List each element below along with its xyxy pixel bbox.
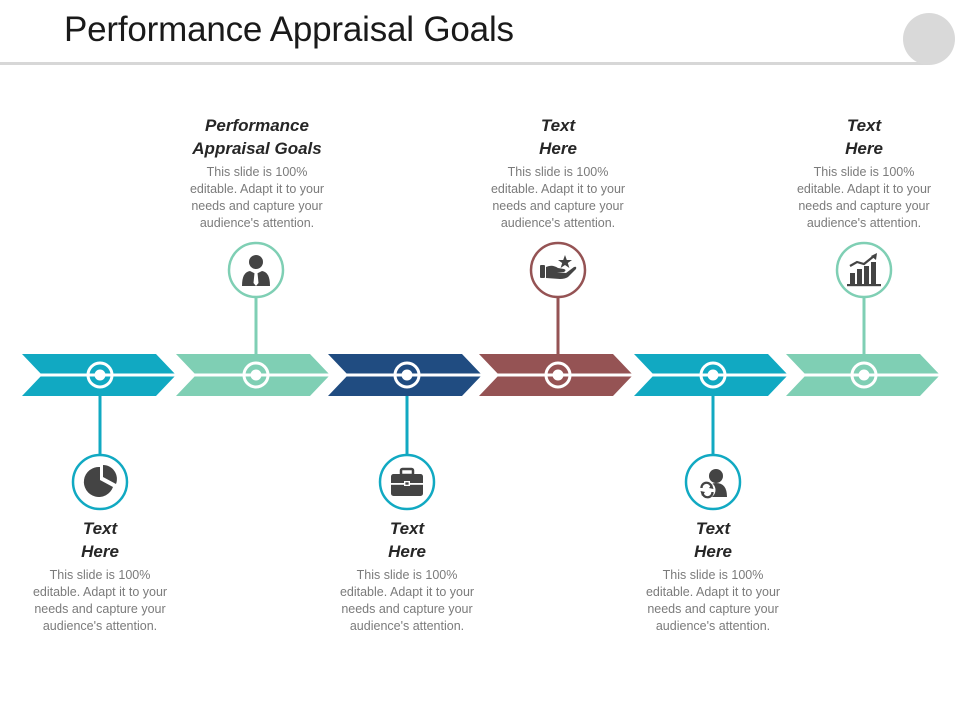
node-1-desc-line-4: audience's attention. — [42, 619, 158, 633]
node-6-description: This slide is 100% editable. Adapt it to… — [779, 164, 949, 232]
node-4-axis-ring — [544, 361, 572, 389]
node-6-desc-line-2: editable. Adapt it to your — [796, 182, 932, 196]
user-refresh-icon — [684, 453, 742, 511]
node-4-desc-line-4: audience's attention. — [500, 216, 616, 230]
node-6-heading-line-2: Here — [845, 139, 883, 158]
corner-decoration — [903, 13, 955, 65]
node-1-desc-line-3: needs and capture your — [34, 602, 166, 616]
node-5-heading-line-2: Here — [694, 542, 732, 561]
node-6-desc-line-4: audience's attention. — [806, 216, 922, 230]
node-4-heading-line-1: Text — [540, 116, 576, 135]
node-3-desc-line-4: audience's attention. — [349, 619, 465, 633]
node-3-heading-line-1: Text — [389, 519, 425, 538]
node-6-axis-ring — [850, 361, 878, 389]
title-divider — [0, 62, 930, 65]
node-1-description: This slide is 100% editable. Adapt it to… — [15, 567, 185, 635]
node-3-heading-line-2: Here — [388, 542, 426, 561]
node-5-heading: Text Here — [628, 517, 798, 563]
node-1-heading-line-1: Text — [82, 519, 118, 538]
node-6-text: Text Here This slide is 100% editable. A… — [779, 114, 949, 232]
node-3-desc-line-3: needs and capture your — [341, 602, 473, 616]
node-1-text: Text Here This slide is 100% editable. A… — [15, 517, 185, 635]
node-4-desc-line-1: This slide is 100% — [507, 165, 609, 179]
node-5-axis-dot — [707, 369, 719, 381]
node-2-description: This slide is 100% editable. Adapt it to… — [172, 164, 342, 232]
node-4-heading-line-2: Here — [539, 139, 577, 158]
node-5-desc-line-4: audience's attention. — [655, 619, 771, 633]
node-5-axis-ring — [699, 361, 727, 389]
node-1-desc-line-2: editable. Adapt it to your — [32, 585, 168, 599]
hand-star-icon — [529, 241, 587, 299]
node-5-description: This slide is 100% editable. Adapt it to… — [628, 567, 798, 635]
node-6-axis-dot — [858, 369, 870, 381]
node-3-desc-line-2: editable. Adapt it to your — [339, 585, 475, 599]
businessman-icon-ring — [227, 241, 285, 299]
node-2-axis-dot — [250, 369, 262, 381]
node-2-text: Performance Appraisal Goals This slide i… — [172, 114, 342, 232]
node-4-desc-line-3: needs and capture your — [492, 199, 624, 213]
page-title: Performance Appraisal Goals — [64, 10, 514, 49]
node-5-text: Text Here This slide is 100% editable. A… — [628, 517, 798, 635]
node-3-description: This slide is 100% editable. Adapt it to… — [322, 567, 492, 635]
node-2-desc-line-2: editable. Adapt it to your — [189, 182, 325, 196]
node-2-axis-ring — [242, 361, 270, 389]
node-3-desc-line-1: This slide is 100% — [356, 568, 458, 582]
node-1-axis-ring — [86, 361, 114, 389]
pie-chart-icon — [71, 453, 129, 511]
node-3-heading: Text Here — [322, 517, 492, 563]
businessman-icon — [227, 241, 285, 299]
node-1-heading-line-2: Here — [81, 542, 119, 561]
node-2-heading: Performance Appraisal Goals — [172, 114, 342, 160]
node-3-axis-dot — [401, 369, 413, 381]
node-4-description: This slide is 100% editable. Adapt it to… — [473, 164, 643, 232]
node-5-desc-line-2: editable. Adapt it to your — [645, 585, 781, 599]
node-4-desc-line-2: editable. Adapt it to your — [490, 182, 626, 196]
node-3-text: Text Here This slide is 100% editable. A… — [322, 517, 492, 635]
node-4-text: Text Here This slide is 100% editable. A… — [473, 114, 643, 232]
node-5-desc-line-3: needs and capture your — [647, 602, 779, 616]
node-6-heading-line-1: Text — [846, 116, 882, 135]
node-3-axis-ring — [393, 361, 421, 389]
node-6-heading: Text Here — [779, 114, 949, 160]
node-4-axis-dot — [552, 369, 564, 381]
node-2-heading-line-2: Appraisal Goals — [192, 139, 322, 158]
node-2-desc-line-4: audience's attention. — [199, 216, 315, 230]
node-5-desc-line-1: This slide is 100% — [662, 568, 764, 582]
node-2-desc-line-3: needs and capture your — [191, 199, 323, 213]
node-2-heading-line-1: Performance — [205, 116, 309, 135]
node-1-axis-dot — [94, 369, 106, 381]
node-5-heading-line-1: Text — [695, 519, 731, 538]
node-2-desc-line-1: This slide is 100% — [206, 165, 308, 179]
node-1-desc-line-1: This slide is 100% — [49, 568, 151, 582]
growth-chart-icon — [835, 241, 893, 299]
node-6-desc-line-1: This slide is 100% — [813, 165, 915, 179]
node-4-heading: Text Here — [473, 114, 643, 160]
node-6-desc-line-3: needs and capture your — [798, 199, 930, 213]
briefcase-icon — [378, 453, 436, 511]
node-1-heading: Text Here — [15, 517, 185, 563]
